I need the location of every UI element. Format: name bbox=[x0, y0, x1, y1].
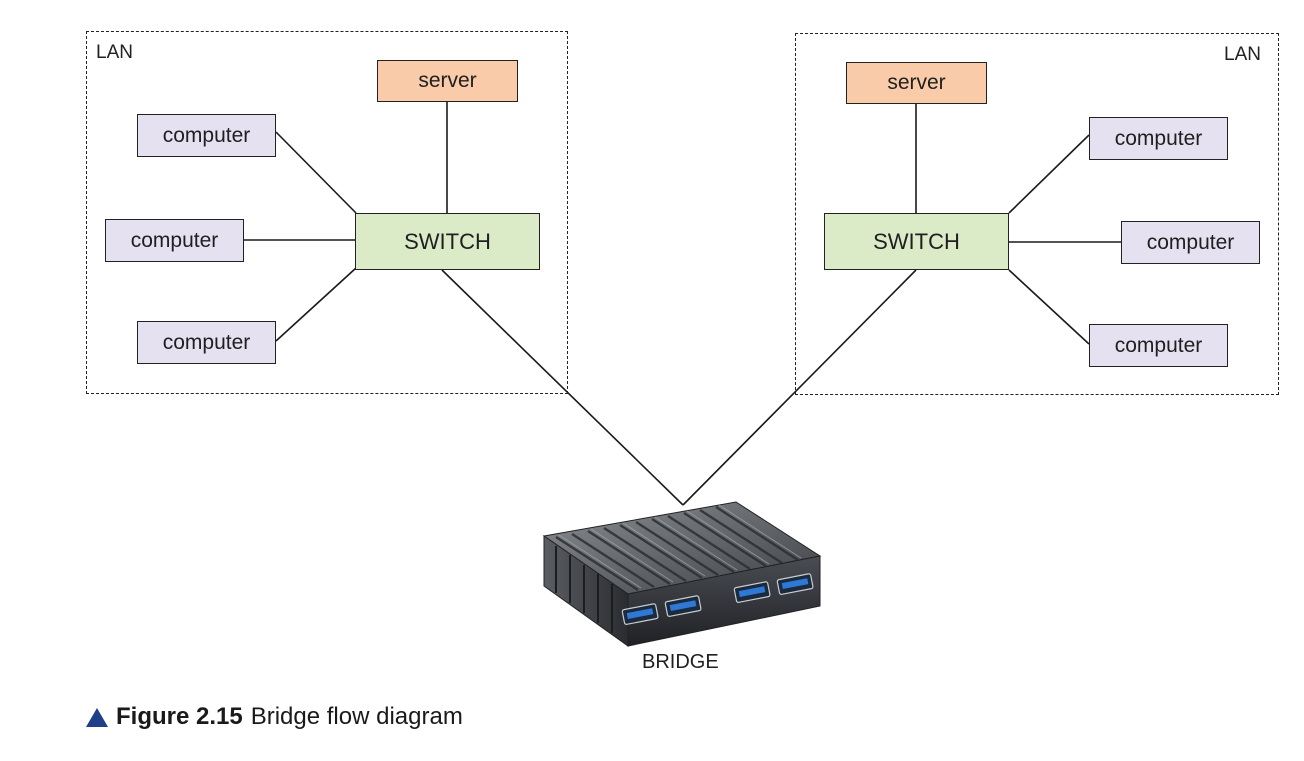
link-left-computer3-switch bbox=[275, 267, 357, 342]
link-left-computer1-switch bbox=[275, 131, 357, 214]
bridge-device-icon bbox=[542, 501, 822, 647]
figure-title: Bridge flow diagram bbox=[250, 703, 463, 730]
left-computer-3: computer bbox=[137, 321, 276, 364]
lan-left-label: LAN bbox=[96, 42, 133, 63]
link-left-switch-bridge bbox=[441, 269, 684, 506]
lan-left-boundary bbox=[86, 31, 568, 394]
figure-caption: Figure 2.15 Bridge flow diagram bbox=[86, 703, 463, 731]
lan-right-label: LAN bbox=[1224, 44, 1261, 65]
link-right-switch-bridge bbox=[682, 269, 917, 506]
bridge-label: BRIDGE bbox=[642, 651, 719, 673]
left-switch: SWITCH bbox=[355, 213, 540, 270]
lan-right-boundary bbox=[795, 33, 1279, 395]
left-computer-1: computer bbox=[137, 114, 276, 157]
right-computer-2: computer bbox=[1121, 221, 1260, 264]
figure-number: Figure 2.15 bbox=[116, 703, 243, 730]
left-server: server bbox=[377, 60, 518, 102]
right-computer-3: computer bbox=[1089, 324, 1228, 367]
right-switch: SWITCH bbox=[824, 213, 1009, 270]
left-computer-2: computer bbox=[105, 219, 244, 262]
link-right-computer1-switch bbox=[1008, 134, 1090, 214]
right-computer-1: computer bbox=[1089, 117, 1228, 160]
link-right-computer3-switch bbox=[1008, 269, 1090, 345]
triangle-icon bbox=[86, 707, 108, 727]
right-server: server bbox=[846, 62, 987, 104]
